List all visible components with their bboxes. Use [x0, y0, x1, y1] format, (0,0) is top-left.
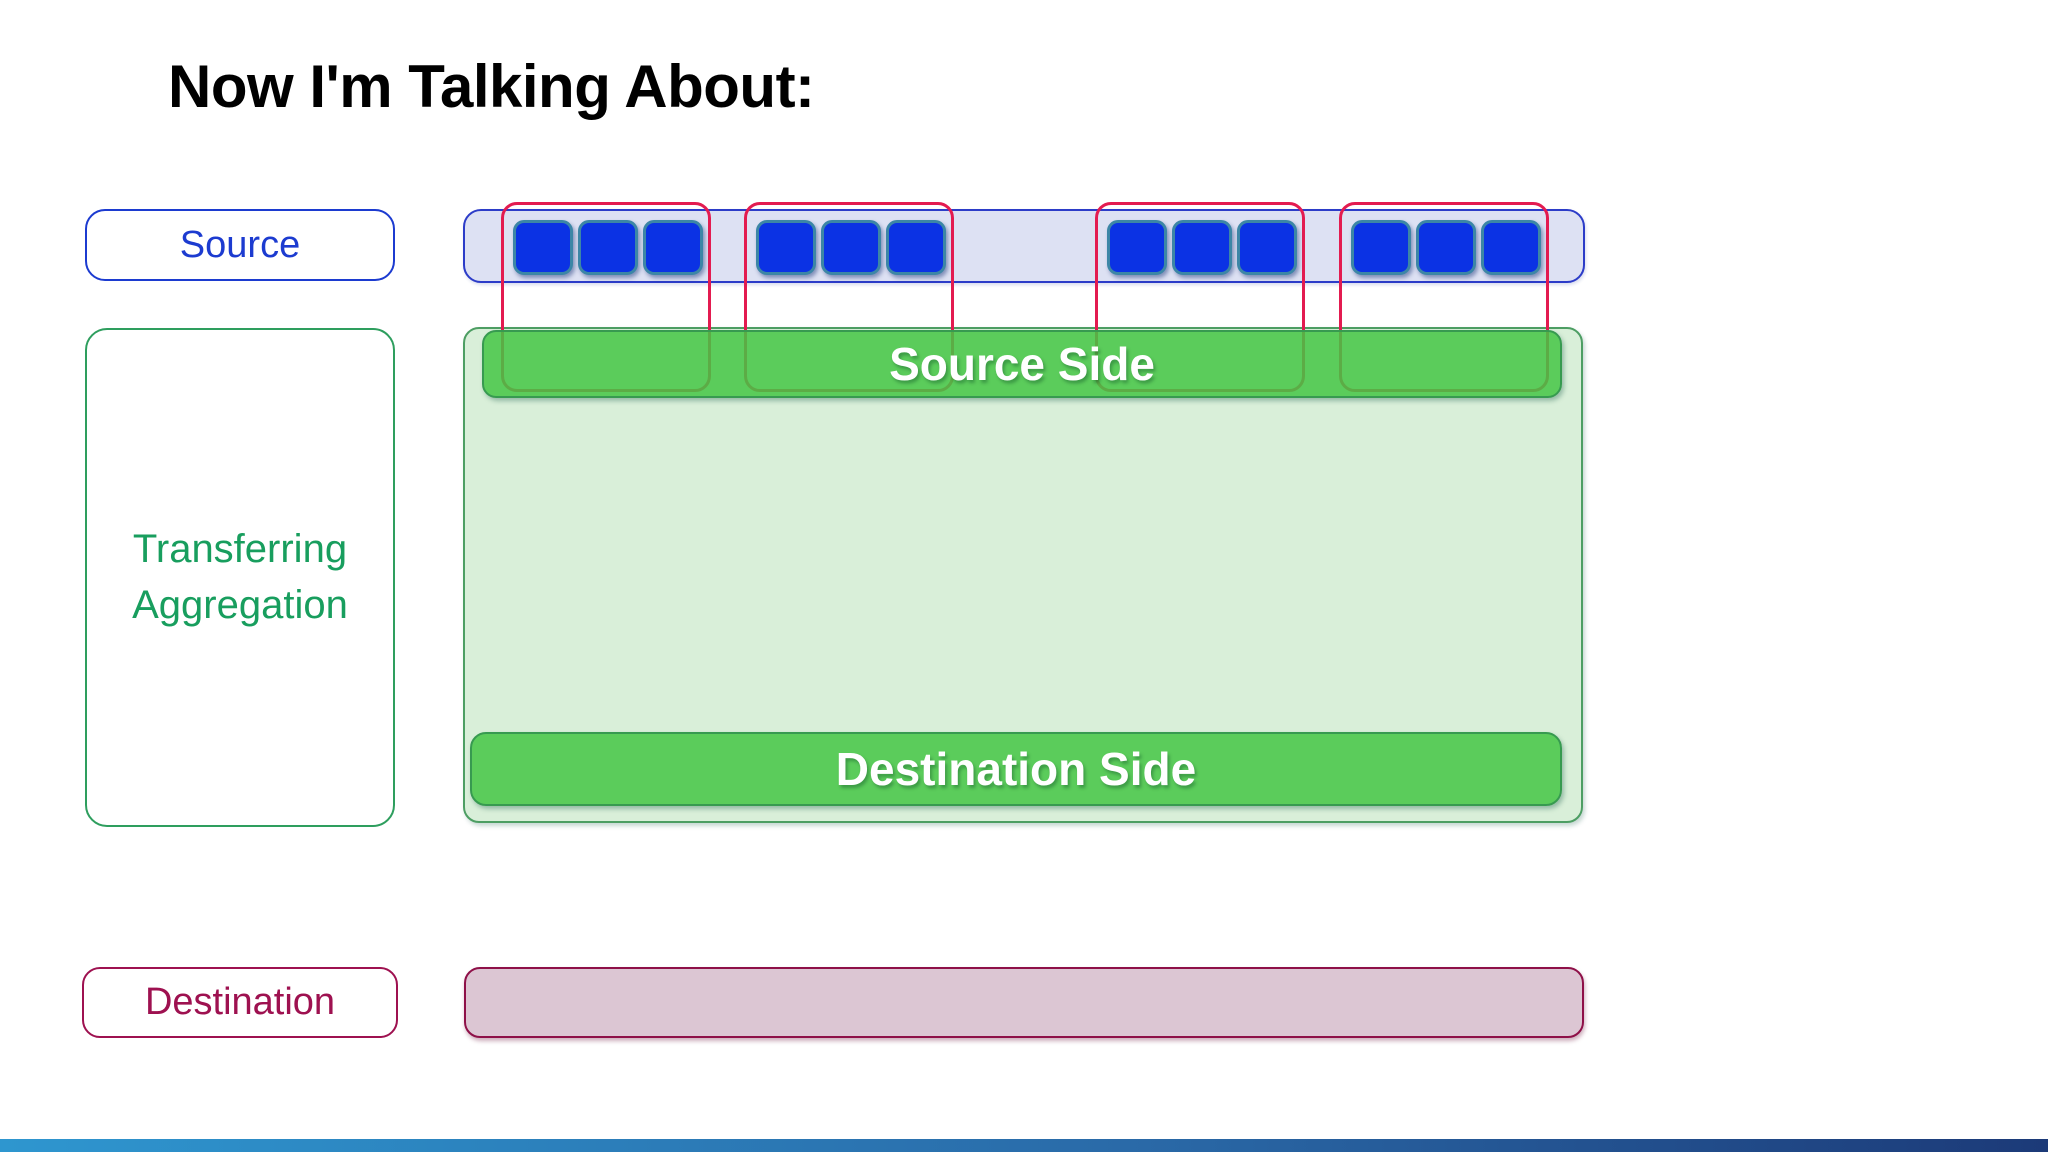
- data-block: [1237, 220, 1297, 275]
- slide-title: Now I'm Talking About:: [168, 53, 815, 120]
- transferring-label-line1: Transferring: [132, 527, 348, 572]
- data-block: [1172, 220, 1232, 275]
- dma-group-outline: [1095, 202, 1305, 392]
- data-block: [1416, 220, 1476, 275]
- data-block: [1481, 220, 1541, 275]
- data-block: [643, 220, 703, 275]
- data-block: [886, 220, 946, 275]
- data-block: [821, 220, 881, 275]
- destination-label: Destination: [82, 967, 398, 1038]
- transferring-label-line2: Aggregation: [132, 582, 348, 627]
- data-block: [756, 220, 816, 275]
- dma-group-outline: [1339, 202, 1549, 392]
- data-block: [1351, 220, 1411, 275]
- source-side-label: Source Side: [889, 338, 1155, 390]
- source-side-bar: Source Side: [482, 330, 1562, 398]
- bottom-accent-bar: [0, 1139, 2048, 1152]
- data-block: [513, 220, 573, 275]
- destination-side-bar: Destination Side: [470, 732, 1562, 806]
- source-label: Source: [85, 209, 395, 281]
- source-label-text: Source: [179, 223, 301, 266]
- data-block: [578, 220, 638, 275]
- dma-group-outline: [744, 202, 954, 392]
- destination-side-label: Destination Side: [835, 743, 1197, 795]
- destination-bar: [464, 967, 1584, 1038]
- transferring-aggregation-label: Transferring Aggregation: [85, 328, 395, 827]
- destination-label-text: Destination: [144, 981, 336, 1023]
- data-block: [1107, 220, 1167, 275]
- dma-group-outline: [501, 202, 711, 392]
